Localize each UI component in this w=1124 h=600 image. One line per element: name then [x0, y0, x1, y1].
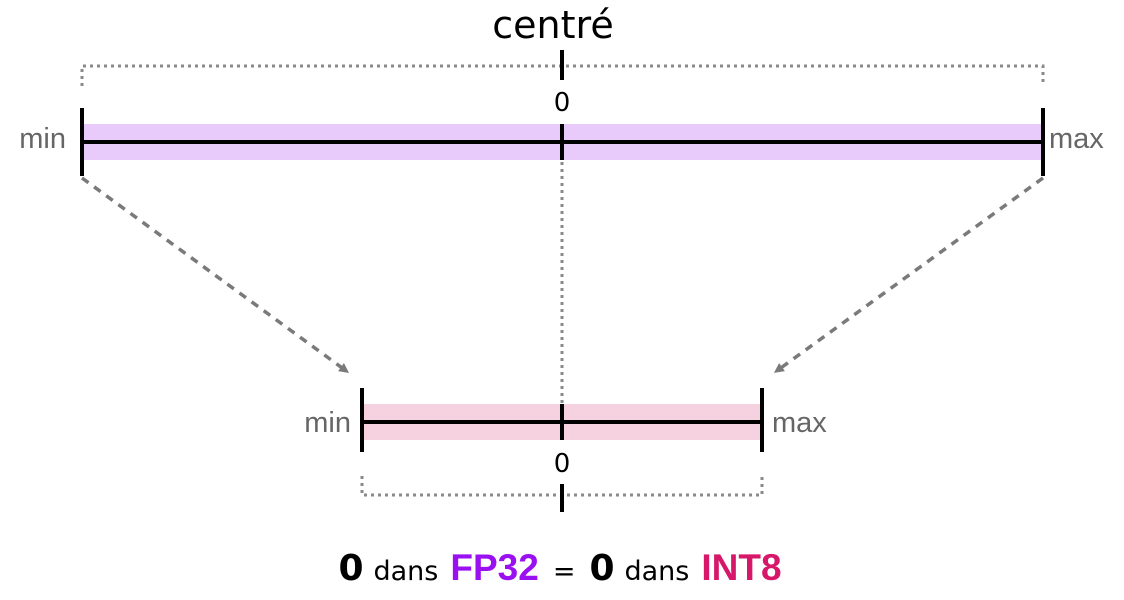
fp32-min-label: min: [19, 123, 66, 155]
diagram-title: centré: [492, 3, 613, 47]
int8-min-label: min: [304, 407, 351, 439]
min-mapping-arrow: [80, 176, 350, 373]
fp32-zero-label: 0: [554, 88, 571, 118]
int8-zero-label: 0: [554, 449, 571, 479]
fp32-range-bar: [80, 108, 1045, 176]
caption-zero-right: 0: [589, 548, 614, 589]
fp32-range-bracket: [80, 50, 1045, 86]
int8-max-label: max: [772, 407, 827, 439]
fp32-max-label: max: [1049, 123, 1104, 155]
caption-dans-left: dans: [374, 556, 439, 587]
caption-type-fp32: FP32: [450, 547, 538, 588]
caption-zero-left: 0: [338, 548, 363, 589]
max-mapping-arrow: [773, 176, 1045, 373]
int8-range-bar: [360, 388, 764, 452]
int8-range-bracket: [360, 476, 764, 512]
equivalence-caption: 0 dans FP32 = 0 dans INT8: [338, 547, 781, 589]
caption-type-int8: INT8: [701, 547, 781, 588]
caption-dans-right: dans: [625, 556, 690, 587]
caption-equals: =: [553, 556, 576, 587]
